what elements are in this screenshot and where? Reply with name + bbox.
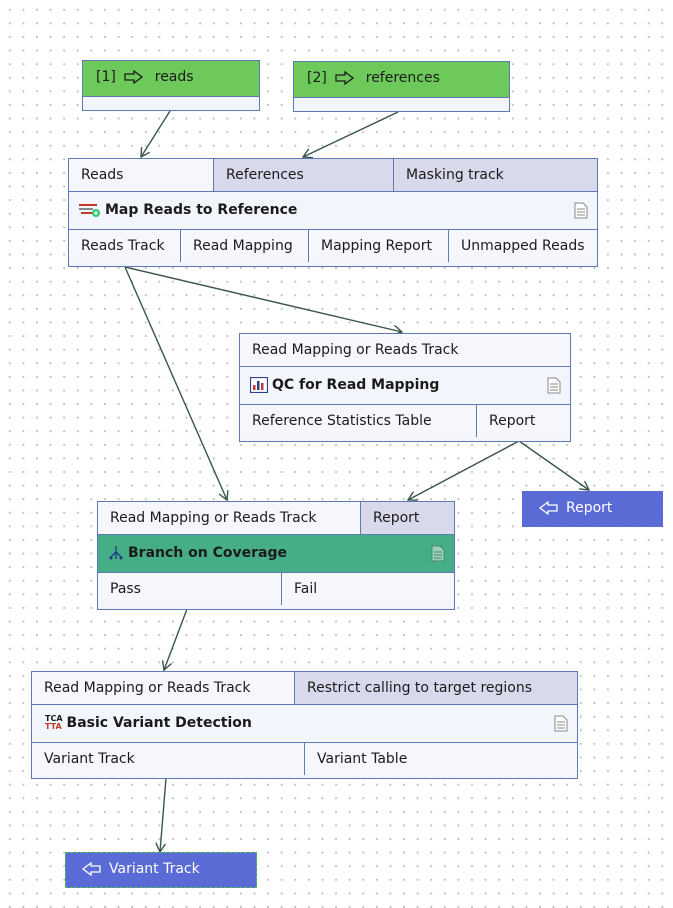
wire-references-to-map (303, 111, 399, 157)
input-arrow-icon (335, 71, 355, 85)
tcga-icon: TCA TTA (45, 715, 63, 731)
input-index: [1] (96, 69, 116, 85)
variant-title: Basic Variant Detection (66, 715, 252, 731)
variant-title-row: TCA TTA Basic Variant Detection (32, 705, 577, 742)
input-index: [2] (307, 70, 327, 86)
branch-icon (109, 546, 123, 560)
output-node-report[interactable]: Report (522, 491, 663, 527)
input-name: references (365, 70, 440, 86)
port-read-mapping-or-reads-track-input[interactable]: Read Mapping or Reads Track (32, 672, 295, 704)
input-node-reads[interactable]: [1] reads (82, 60, 260, 111)
map-reads-title-row: Map Reads to Reference (69, 192, 597, 229)
port-reads-track-output[interactable]: Reads Track (69, 230, 181, 262)
port-fail-output[interactable]: Fail (282, 573, 454, 605)
port-references-input[interactable]: References (214, 159, 394, 191)
port-report-output[interactable]: Report (477, 405, 570, 437)
wire-report-to-output (518, 440, 589, 490)
input-node-references-header: [2] references (294, 62, 509, 98)
tcga-icon-line-2: TTA (45, 722, 62, 731)
variant-inputs: Read Mapping or Reads Track Restrict cal… (32, 672, 577, 705)
port-mapping-report-output[interactable]: Mapping Report (309, 230, 449, 262)
qc-read-mapping-node[interactable]: Read Mapping or Reads Track QC for Read … (239, 333, 571, 442)
map-reads-outputs: Reads Track Read Mapping Mapping Report … (69, 229, 597, 262)
map-reads-icon (79, 204, 100, 217)
branch-inputs: Read Mapping or Reads Track Report (98, 502, 454, 535)
output-label: Report (566, 500, 613, 516)
qc-chart-icon (250, 377, 268, 393)
document-icon[interactable] (574, 202, 588, 219)
port-variant-track-output[interactable]: Variant Track (32, 743, 305, 775)
port-masking-track-input[interactable]: Masking track (394, 159, 597, 191)
input-node-references[interactable]: [2] references (293, 61, 510, 112)
wire-readstrack-to-branch (124, 266, 227, 500)
wire-report-to-branch (408, 440, 520, 500)
port-pass-output[interactable]: Pass (98, 573, 282, 605)
document-icon[interactable] (554, 715, 568, 732)
output-arrow-icon (538, 501, 558, 515)
tcga-icon-line-1: TCA (45, 714, 63, 723)
port-reads-input[interactable]: Reads (69, 159, 214, 191)
branch-title: Branch on Coverage (128, 545, 287, 561)
basic-variant-detection-node[interactable]: Read Mapping or Reads Track Restrict cal… (31, 671, 578, 779)
input-node-reads-header: [1] reads (83, 61, 259, 97)
port-variant-table-output[interactable]: Variant Table (305, 743, 577, 775)
qc-title-row: QC for Read Mapping (240, 367, 570, 404)
qc-outputs: Reference Statistics Table Report (240, 404, 570, 437)
input-name: reads (154, 69, 194, 85)
map-reads-node[interactable]: Reads References Masking track Map Reads… (68, 158, 598, 267)
wire-pass-to-variant (164, 608, 188, 670)
output-label: Variant Track (109, 861, 200, 877)
wire-readstrack-to-qc (124, 266, 402, 332)
port-restrict-calling-input[interactable]: Restrict calling to target regions (295, 672, 577, 704)
output-arrow-icon (81, 862, 101, 876)
wire-reads-to-map (141, 110, 171, 157)
input-node-references-port[interactable] (294, 98, 509, 111)
document-icon[interactable] (547, 377, 561, 394)
port-read-mapping-output[interactable]: Read Mapping (181, 230, 309, 262)
branch-title-row: Branch on Coverage (98, 535, 454, 572)
port-reference-statistics-table-output[interactable]: Reference Statistics Table (240, 405, 477, 437)
branch-on-coverage-node[interactable]: Read Mapping or Reads Track Report Branc… (97, 501, 455, 610)
variant-outputs: Variant Track Variant Table (32, 742, 577, 775)
wire-varianttrack-to-output (160, 777, 167, 852)
map-reads-title: Map Reads to Reference (105, 202, 298, 218)
output-node-variant-track[interactable]: Variant Track (65, 852, 257, 888)
input-node-reads-port[interactable] (83, 97, 259, 110)
port-unmapped-reads-output[interactable]: Unmapped Reads (449, 230, 597, 262)
port-report-input[interactable]: Report (361, 502, 454, 534)
document-icon[interactable] (431, 545, 445, 562)
input-arrow-icon (124, 70, 144, 84)
port-read-mapping-or-reads-track-input[interactable]: Read Mapping or Reads Track (98, 502, 361, 534)
map-reads-inputs: Reads References Masking track (69, 159, 597, 192)
qc-inputs: Read Mapping or Reads Track (240, 334, 570, 367)
branch-outputs: Pass Fail (98, 572, 454, 605)
port-read-mapping-or-reads-track-input[interactable]: Read Mapping or Reads Track (240, 334, 570, 366)
qc-title: QC for Read Mapping (272, 377, 440, 393)
